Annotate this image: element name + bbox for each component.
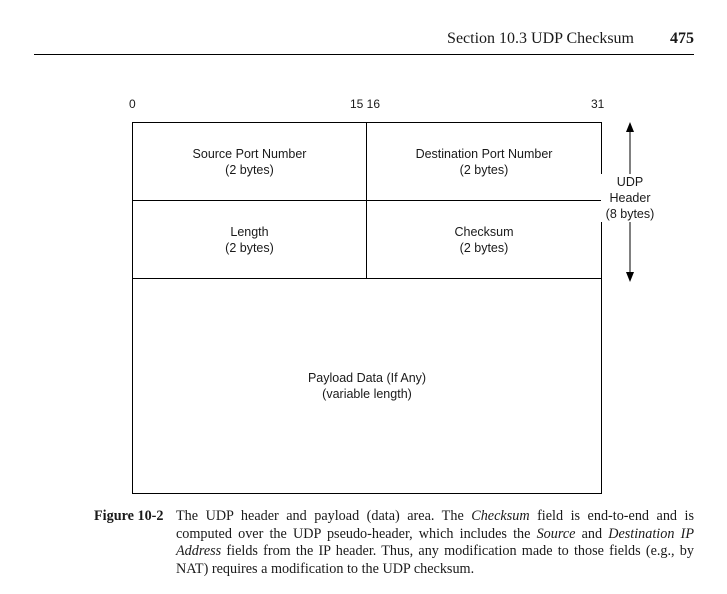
udp-label-line2: Header [609, 191, 651, 205]
destination-port-field: Destination Port Number (2 bytes) [367, 123, 601, 200]
caption-term-checksum: Checksum [471, 508, 530, 524]
bit-label-15-16: 15 16 [350, 97, 381, 111]
row-divider-2 [132, 278, 602, 279]
caption-text: The UDP header and payload (data) area. … [176, 508, 694, 578]
checksum-field: Checksum (2 bytes) [367, 201, 601, 278]
destination-port-name: Destination Port Number [415, 146, 553, 161]
bit-label-31: 31 [591, 97, 605, 111]
checksum-name: Checksum [454, 224, 514, 239]
source-port-name: Source Port Number [192, 146, 307, 161]
source-port-size: (2 bytes) [225, 162, 274, 177]
column-divider [366, 122, 367, 279]
caption-term-source: Source [536, 525, 576, 542]
caption-label: Figure 10-2 [94, 508, 164, 524]
running-header: Section 10.3 UDP Checksum 475 [34, 28, 694, 55]
udp-label-line1: UDP [616, 175, 644, 189]
source-port-field: Source Port Number (2 bytes) [133, 123, 366, 200]
caption-term-destination-ip: Destination IP Address [176, 525, 694, 560]
length-size: (2 bytes) [225, 240, 274, 255]
caption-text-part: fields from the IP header. Thus, any mod… [176, 543, 694, 577]
checksum-size: (2 bytes) [459, 240, 509, 255]
length-name: Length [230, 224, 269, 239]
caption-text-part: and [575, 525, 609, 542]
udp-header-size-label: UDP Header (8 bytes) [601, 174, 659, 222]
payload-name: Payload Data (If Any) [307, 371, 427, 385]
payload-field: Payload Data (If Any) (variable length) [133, 279, 601, 493]
payload-size: (variable length) [322, 387, 412, 401]
bit-label-0: 0 [129, 97, 136, 111]
udp-header-figure: 0 15 16 31 Source Port Number (2 bytes) … [129, 97, 659, 494]
page-number: 475 [670, 30, 694, 47]
caption-text-part: field is end-to-end and is computed over… [176, 508, 694, 542]
section-title: Section 10.3 UDP Checksum [447, 30, 634, 47]
udp-diagram-box [132, 122, 602, 494]
length-field: Length (2 bytes) [133, 201, 366, 278]
udp-label-line3: (8 bytes) [605, 207, 655, 221]
caption-text-part: The UDP header and payload (data) area. … [176, 508, 472, 524]
row-divider-1 [132, 200, 602, 201]
destination-port-size: (2 bytes) [459, 162, 509, 177]
